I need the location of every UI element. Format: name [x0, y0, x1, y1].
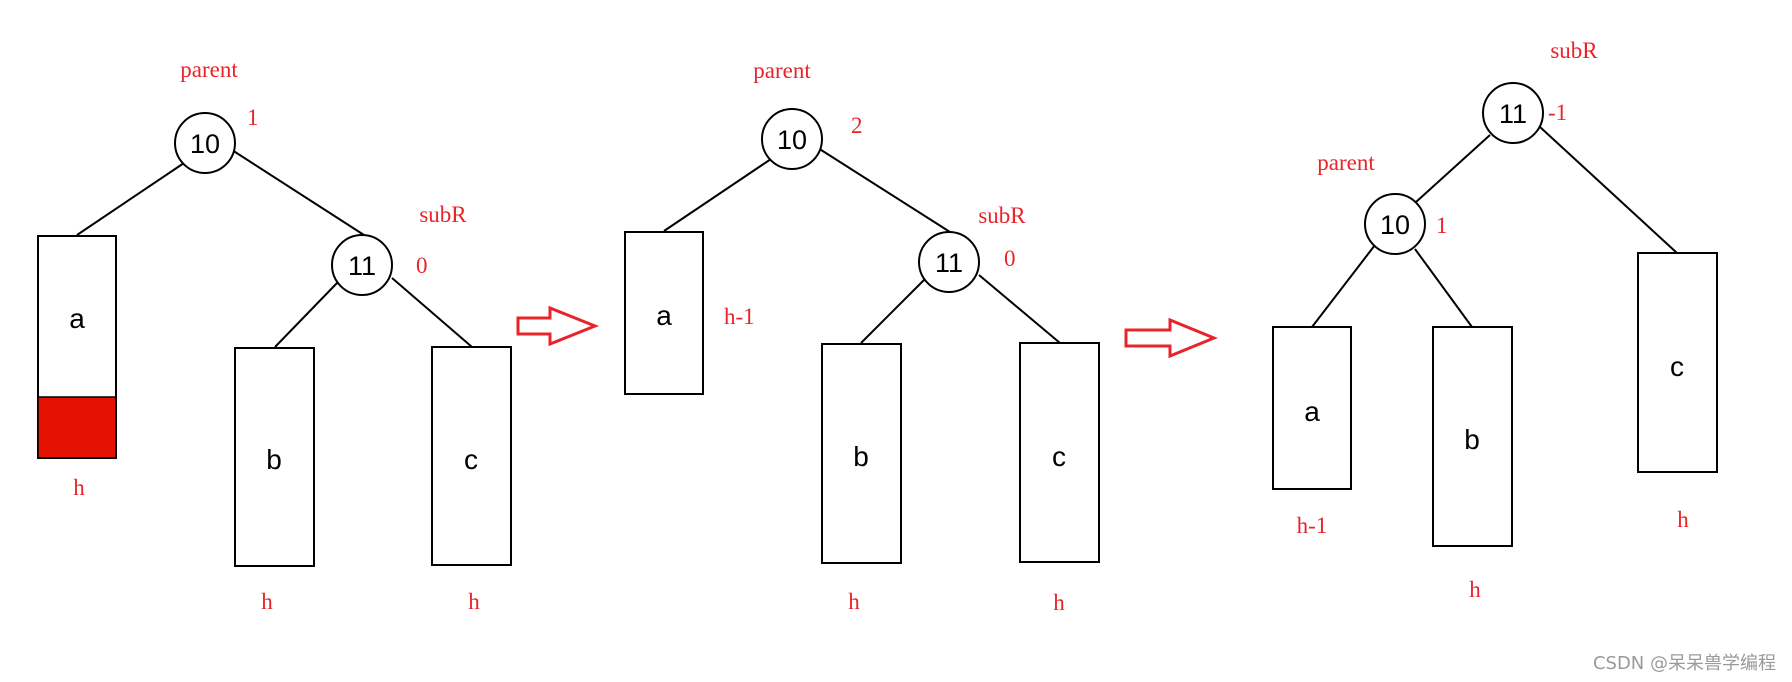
balance-factor: 0: [1004, 246, 1016, 271]
subtree-box-c: [1637, 252, 1718, 473]
tree-node-11: [918, 231, 980, 293]
stage-3-tree: a h-1 b h c h 11 subR -1 10 parent 1: [1272, 38, 1718, 602]
node-value: 10: [1380, 210, 1410, 240]
balance-factor: 1: [247, 105, 259, 130]
stage-1-tree: a h b h c h 10 parent 1 11 subR 0: [37, 57, 512, 614]
balance-factor: 0: [416, 253, 428, 278]
subtree-height-b: h: [261, 589, 273, 614]
edge: [274, 281, 339, 348]
tree-node-11: [331, 234, 393, 296]
tree-node-11: [1482, 82, 1544, 144]
subtree-height-c: h: [1677, 507, 1689, 532]
node-name-label: parent: [180, 57, 238, 82]
edge: [978, 274, 1061, 344]
subtree-height-b: h: [1469, 577, 1481, 602]
node-name-label: subR: [419, 202, 467, 227]
subtree-label-b: b: [1464, 424, 1480, 455]
transition-arrow-icon: [516, 305, 600, 347]
node-name-label: subR: [978, 203, 1026, 228]
node-name-label: subR: [1550, 38, 1598, 63]
subtree-label-c: c: [464, 444, 478, 475]
subtree-height-b: h: [848, 589, 860, 614]
node-value: 10: [190, 129, 220, 159]
subtree-box-b: [821, 343, 902, 564]
watermark: CSDN @呆呆兽学编程: [1593, 653, 1776, 674]
subtree-box-b: [1432, 326, 1513, 547]
node-value: 11: [348, 251, 376, 281]
balance-factor: -1: [1548, 100, 1567, 125]
node-value: 11: [1499, 99, 1527, 129]
subtree-label-a: a: [656, 300, 672, 331]
edge: [391, 277, 473, 348]
stage-2-tree: a h-1 b h c h 10 parent 2 11 subR 0: [624, 58, 1100, 615]
subtree-height-c: h: [468, 589, 480, 614]
edge: [663, 158, 772, 232]
subtree-label-b: b: [853, 441, 869, 472]
subtree-box-c: [1019, 342, 1100, 563]
edge: [1539, 126, 1678, 254]
node-value: 11: [935, 248, 963, 278]
node-value: 10: [777, 125, 807, 155]
height-increase-highlight: [37, 396, 117, 459]
edge: [76, 162, 185, 236]
subtree-box-a: [624, 231, 704, 395]
balance-factor: 1: [1436, 213, 1448, 238]
subtree-box-a: [1272, 326, 1352, 490]
transition-arrow-icon: [1124, 317, 1218, 359]
edge: [1414, 248, 1473, 328]
subtree-height-a: h-1: [724, 304, 755, 329]
edge: [1415, 134, 1491, 203]
node-name-label: parent: [1317, 150, 1375, 175]
subtree-label-c: c: [1670, 351, 1684, 382]
tree-node-10: [174, 112, 236, 174]
subtree-height-a: h-1: [1297, 513, 1328, 538]
subtree-height-a: h: [73, 475, 85, 500]
subtree-label-c: c: [1052, 441, 1066, 472]
tree-node-10: [761, 108, 823, 170]
subtree-label-a: a: [69, 303, 85, 334]
subtree-height-c: h: [1053, 590, 1065, 615]
edge: [1311, 244, 1376, 328]
subtree-box-c: [431, 346, 512, 566]
edge: [817, 147, 951, 233]
edge: [860, 278, 926, 344]
subtree-label-b: b: [266, 444, 282, 475]
node-name-label: parent: [753, 58, 811, 83]
subtree-label-a: a: [1304, 396, 1320, 427]
balance-factor: 2: [851, 113, 863, 138]
subtree-box-b: [234, 347, 315, 567]
tree-node-10: [1364, 193, 1426, 255]
edge: [231, 149, 365, 236]
